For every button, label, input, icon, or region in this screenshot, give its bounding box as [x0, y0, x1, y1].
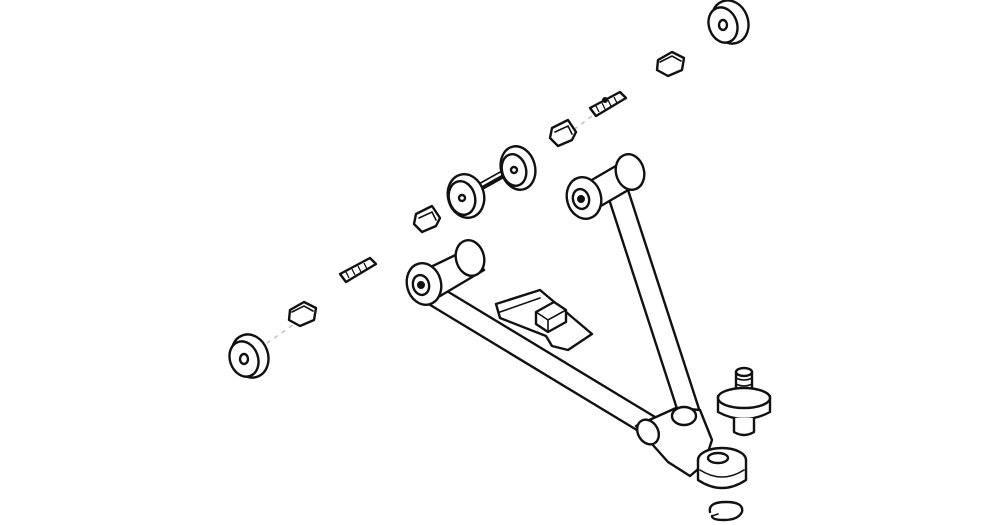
hex-nut-icon	[287, 300, 318, 328]
bolt-icon	[338, 256, 378, 284]
circlip-icon	[708, 500, 744, 522]
collar-icon	[548, 118, 578, 148]
ball-joint-icon	[716, 366, 772, 437]
washer-icon	[228, 333, 270, 379]
washer-icon	[707, 0, 750, 45]
bracket-icon	[494, 288, 594, 352]
collar-icon	[412, 204, 442, 234]
bolt-icon	[588, 90, 628, 118]
bushing-icon	[446, 145, 537, 219]
hex-nut-icon	[655, 50, 686, 78]
ball-joint-icon	[696, 446, 748, 490]
